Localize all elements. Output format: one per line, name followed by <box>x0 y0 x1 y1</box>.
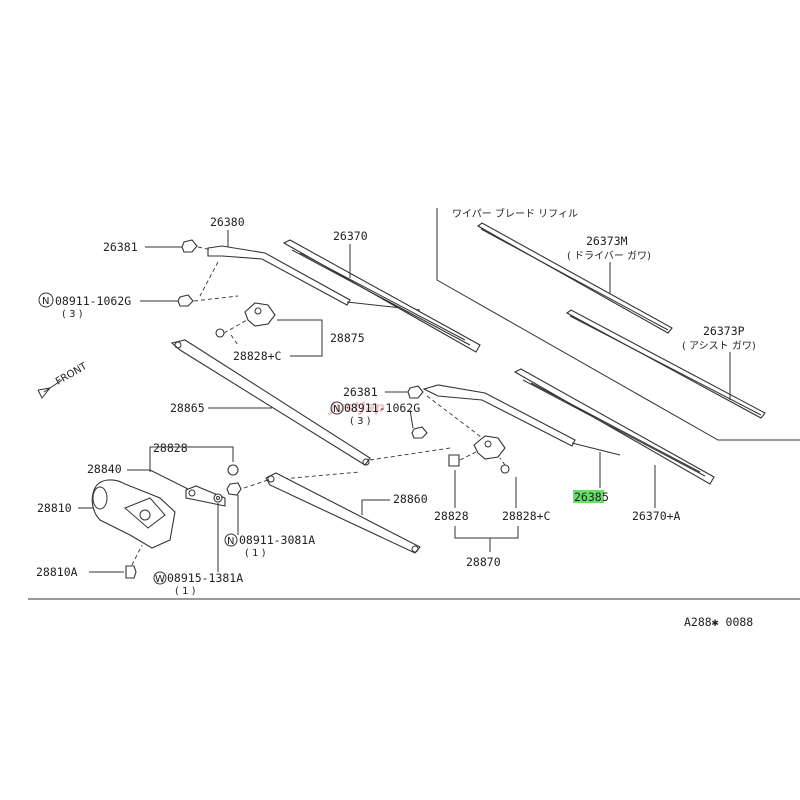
reference-code: A288✱ 0088 <box>684 615 753 629</box>
label-28828c-right: 28828+C <box>502 509 551 523</box>
label-28840: 28840 <box>87 462 122 476</box>
label-26385-tail: 5 <box>602 490 609 504</box>
label-driver-side: ( ドライバー ガワ) <box>567 250 651 262</box>
svg-text:N: N <box>42 296 49 307</box>
label-08915-1381a: 08915-1381A <box>167 571 243 585</box>
label-26381-mid: 26381 <box>343 385 378 399</box>
label-28810a: 28810A <box>36 565 78 579</box>
label-28860: 28860 <box>393 492 428 506</box>
label-26380: 26380 <box>210 215 245 229</box>
circled-n-icon: N <box>330 401 344 415</box>
circled-n-icon: N <box>38 292 54 308</box>
label-28828-right: 28828 <box>434 509 469 523</box>
label-front: FRONT <box>54 361 90 388</box>
svg-text:W: W <box>155 574 165 585</box>
label-26385-highlighted: 2638 <box>574 490 602 504</box>
bolt-28810a <box>125 565 137 579</box>
nut-26381-mid <box>407 385 424 399</box>
bushing-top <box>215 328 225 338</box>
label-28875: 28875 <box>330 331 365 345</box>
nut-08911-top <box>177 294 194 307</box>
label-26381-top: 26381 <box>103 240 138 254</box>
bushing-right-b <box>500 464 510 474</box>
highlight-26385 <box>573 490 604 503</box>
label-qty1-b: ( 1 ) <box>175 586 196 597</box>
circled-w-icon: W <box>153 571 167 585</box>
bushing-right-a <box>448 454 460 467</box>
nut-26381-top <box>181 239 198 253</box>
label-28828c-top: 28828+C <box>233 349 282 363</box>
label-qty3-mid: ( 3 ) <box>350 416 371 427</box>
label-08911-1062g-top: 08911-1062G <box>55 294 131 308</box>
washer-08915 <box>213 493 223 503</box>
label-28828-left: 28828 <box>153 441 188 455</box>
link-rod-28865 <box>170 339 371 466</box>
nut-08911-mid <box>411 426 428 439</box>
svg-text:N: N <box>333 404 340 415</box>
refill-title: ワイパー ブレード リフィル <box>452 207 578 220</box>
label-28810: 28810 <box>37 501 72 515</box>
bushing-left <box>227 464 239 476</box>
wiper-motor-28810 <box>91 479 176 549</box>
nut-08911-3081a <box>226 482 242 496</box>
label-assist-side: ( アシスト ガワ) <box>682 340 756 352</box>
label-26370: 26370 <box>333 229 368 243</box>
label-28870: 28870 <box>466 555 501 569</box>
refill-box-outline <box>436 208 800 441</box>
label-08911-3081a: 08911-3081A <box>239 533 315 547</box>
label-qty1-a: ( 1 ) <box>245 548 266 559</box>
pivot-28875-top <box>244 302 276 327</box>
label-28865: 28865 <box>170 401 205 415</box>
label-qty3-top: ( 3 ) <box>62 309 83 320</box>
pivot-28870 <box>473 435 506 460</box>
circled-n-icon: N <box>224 533 238 547</box>
label-26370a: 26370+A <box>632 509 681 523</box>
label-26373m: 26373M <box>586 234 628 248</box>
label-08911-1062g-mid: 08911-1062G <box>344 401 420 415</box>
svg-text:N: N <box>227 536 234 547</box>
front-arrow-icon <box>37 379 63 399</box>
wiper-arm-upper <box>207 245 351 306</box>
label-26373p: 26373P <box>703 324 745 338</box>
